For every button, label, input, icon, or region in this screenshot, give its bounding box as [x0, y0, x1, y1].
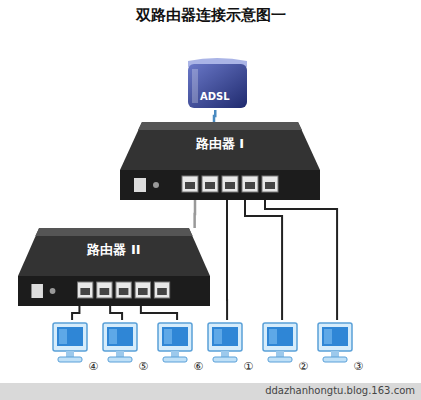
screen-glare [269, 329, 277, 344]
screen-glare [109, 329, 117, 344]
ethernet-port [97, 282, 112, 298]
callout-number: ④ [88, 360, 98, 373]
computer-box: ⑤ [100, 320, 148, 375]
monitor-screen [57, 327, 83, 346]
modem-body [188, 64, 247, 108]
port-slot [185, 182, 195, 189]
monitor-neck [116, 351, 124, 357]
network-cable [141, 306, 177, 320]
port-slot [225, 182, 235, 189]
computer-box: ② [260, 320, 308, 375]
monitor-frame [53, 323, 87, 351]
router-front [120, 170, 320, 200]
monitor-frame [158, 323, 192, 351]
router-top [120, 122, 320, 170]
computer-box: ⑥ [155, 320, 203, 375]
ethernet-port [135, 282, 150, 298]
monitor-frame [208, 323, 242, 351]
screen-glare [214, 329, 222, 344]
router-box: 路由器 I [120, 122, 320, 200]
monitor-frame [318, 323, 352, 351]
router-top-shade [35, 228, 192, 236]
modem-highlight [192, 69, 198, 103]
network-cable [193, 200, 196, 228]
router-front [18, 276, 210, 306]
router-shape [120, 122, 320, 200]
monitor-screen [322, 327, 348, 346]
network-cable [226, 200, 228, 320]
monitor-screen [212, 327, 238, 346]
callout-number: ② [298, 360, 308, 373]
port-slot [119, 288, 129, 295]
device-label: 路由器 I [196, 135, 244, 153]
callout-number: ⑥ [193, 360, 203, 373]
monitor-screen [267, 327, 293, 346]
diagram-title: 双路由器连接示意图一 [0, 6, 421, 25]
ethernet-port [222, 176, 238, 192]
modem-box: ADSL [180, 55, 255, 110]
ethernet-port [116, 282, 131, 298]
router-top [18, 228, 210, 276]
ethernet-port [182, 176, 198, 192]
network-cable [72, 306, 79, 320]
ethernet-port [154, 282, 169, 298]
monitor-base [213, 357, 237, 362]
reset-button [50, 288, 56, 294]
ethernet-port [242, 176, 258, 192]
monitor-neck [171, 351, 179, 357]
port-slot [80, 288, 90, 295]
port-slot [245, 182, 255, 189]
port-slot [100, 288, 110, 295]
screen-glare [324, 329, 332, 344]
monitor-screen [107, 327, 133, 346]
port-slot [265, 182, 275, 189]
power-jack [134, 178, 146, 192]
ethernet-port [202, 176, 218, 192]
callout-number: ⑤ [138, 360, 148, 373]
monitor-base [108, 357, 132, 362]
port-slot [157, 288, 167, 295]
monitor-neck [331, 351, 339, 357]
monitor-base [323, 357, 347, 362]
router-shape [18, 228, 210, 306]
monitor-base [268, 357, 292, 362]
router-box: 路由器 II [18, 228, 210, 306]
network-cable [245, 200, 282, 320]
ethernet-port [78, 282, 93, 298]
port-slot [138, 288, 148, 295]
watermark: ddazhanhongtu.blog.163.com [265, 385, 415, 396]
monitor-screen [162, 327, 188, 346]
monitor-base [163, 357, 187, 362]
screen-glare [59, 329, 67, 344]
computer-box: ① [205, 320, 253, 375]
monitor-neck [66, 351, 74, 357]
ethernet-port [262, 176, 278, 192]
device-label: ADSL [200, 91, 230, 102]
callout-number: ③ [353, 360, 363, 373]
monitor-neck [276, 351, 284, 357]
power-jack [31, 284, 43, 298]
router-top-shade [138, 122, 302, 130]
monitor-frame [103, 323, 137, 351]
network-cable [265, 200, 337, 320]
screen-glare [164, 329, 172, 344]
network-cable [214, 110, 215, 122]
computer-box: ③ [315, 320, 363, 375]
monitor-frame [263, 323, 297, 351]
port-slot [205, 182, 215, 189]
device-label: 路由器 II [87, 241, 140, 259]
computer-box: ④ [50, 320, 98, 375]
monitor-neck [221, 351, 229, 357]
reset-button [153, 182, 159, 188]
network-cable [110, 306, 122, 320]
callout-number: ① [243, 360, 253, 373]
monitor-base [58, 357, 82, 362]
